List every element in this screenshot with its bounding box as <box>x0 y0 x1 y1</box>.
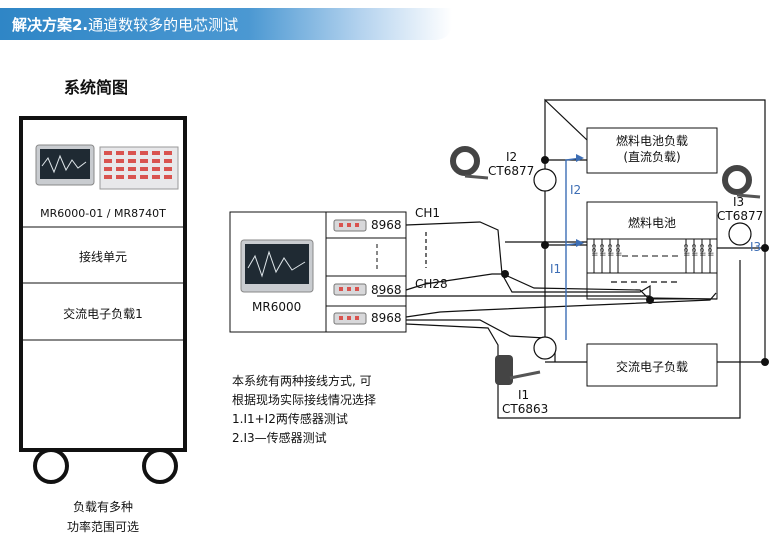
clamp-sensor-i2-icon <box>450 146 489 180</box>
cell-label: cell <box>698 244 706 257</box>
footer-line-1: 负载有多种 <box>72 500 133 514</box>
cart-wheel-right <box>142 448 178 484</box>
wire-junctions <box>501 156 769 366</box>
note-line-1: 本系统有两种接线方式, 可 <box>232 374 372 388</box>
cell-label: cell <box>614 244 622 257</box>
instrument-caption: MR6000-01 / MR8740T <box>40 207 166 220</box>
system-diagram-title: 系统简图 <box>64 78 129 97</box>
sensor-i3-id: I3 <box>733 195 745 209</box>
cell-label: cell <box>690 244 698 257</box>
sensor-i1-model: CT6863 <box>502 402 549 416</box>
sensor-ring-i3 <box>728 222 752 246</box>
footer-line-2: 功率范围可选 <box>66 520 139 534</box>
module-card-1 <box>333 219 367 232</box>
fuel-cell-load-sublabel: (直流负载) <box>623 150 681 164</box>
cart-wheel-left <box>33 448 69 484</box>
module-label-1: 8968 <box>371 218 402 232</box>
clamp-sensor-i3-icon <box>722 165 761 199</box>
channel-label-ch1: CH1 <box>415 206 441 220</box>
ac-load-label: 交流电子负载1 <box>63 307 143 321</box>
fuel-cell-box <box>586 201 718 300</box>
module-label-3: 8968 <box>371 311 402 325</box>
cell-label: cell <box>682 244 690 257</box>
sensor-i1-id: I1 <box>518 388 530 402</box>
recorder-box <box>229 211 407 333</box>
banner-title: 解决方案2.通道数较多的电芯测试 <box>12 14 238 35</box>
current-label-i2: I2 <box>570 183 582 197</box>
sensor-i3-model: CT6877 <box>717 209 764 223</box>
banner-heading: 通道数较多的电芯测试 <box>88 16 239 34</box>
note-line-3: 1.I1+I2两传感器测试 <box>232 412 348 426</box>
sensor-i2-id: I2 <box>506 150 518 164</box>
instrument-image <box>35 144 179 190</box>
note-line-2: 根据现场实际接线情况选择 <box>232 393 377 407</box>
sensor-i2-model: CT6877 <box>488 164 535 178</box>
cell-label: cell <box>598 244 606 257</box>
fuel-cell-load-box <box>586 127 718 174</box>
cell-row <box>586 238 718 274</box>
sensor-ring-i1 <box>533 336 557 360</box>
channel-label-ch28: CH28 <box>415 277 448 291</box>
ac-electronic-load-label: 交流电子负载 <box>615 360 688 374</box>
cell-label: cell <box>606 244 614 257</box>
cell-label: cell <box>706 244 714 257</box>
clamp-sensor-i1-icon <box>495 355 541 385</box>
note-line-4: 2.I3—传感器测试 <box>232 431 327 445</box>
module-card-3 <box>333 312 367 325</box>
cell-label: cell <box>590 244 598 257</box>
recorder-label: MR6000 <box>252 300 302 314</box>
fuel-cell-label: 燃料电池 <box>627 216 676 230</box>
current-label-i1: I1 <box>550 262 562 276</box>
wiring-unit-label: 接线单元 <box>78 250 127 264</box>
wiring-lines <box>377 98 766 419</box>
current-label-i3: I3 <box>750 240 762 254</box>
fuel-cell-load-label: 燃料电池负载 <box>615 134 688 148</box>
module-label-2: 8968 <box>371 283 402 297</box>
module-card-2 <box>333 283 367 296</box>
section-banner <box>0 8 452 40</box>
ac-electronic-load-box <box>586 343 718 387</box>
sensor-ring-i2 <box>533 168 557 192</box>
banner-prefix: 解决方案2. <box>12 16 89 34</box>
